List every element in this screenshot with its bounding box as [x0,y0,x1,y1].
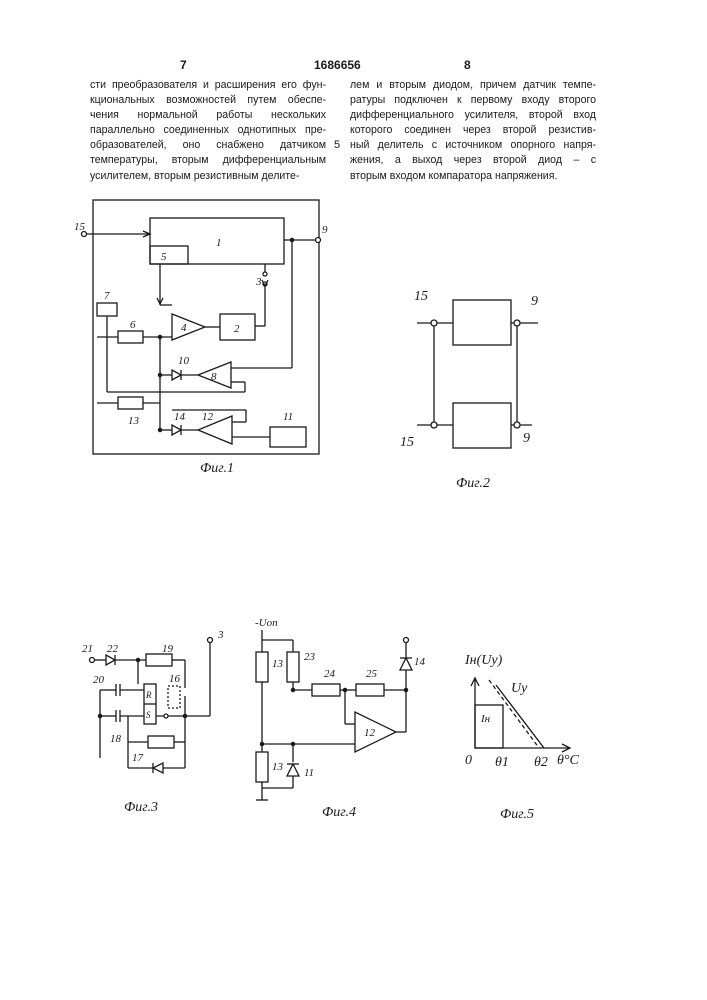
fig3-label: 16 [169,673,181,685]
fig2-block-bottom [453,403,511,448]
fig2-block-top [453,300,511,345]
fig5-label: Uу [511,681,528,696]
fig1-label: 4 [181,322,187,334]
fig5-label: 0 [465,753,472,768]
fig1-resistor-6 [118,331,143,343]
fig3-caption: Фиг.3 [124,800,158,815]
fig4-resistor-25 [356,684,384,696]
fig1-label: 8 [211,371,217,383]
fig3-label: 19 [162,643,174,655]
fig4-label: 23 [304,651,316,663]
fig3-label: 20 [93,674,105,686]
fig1-label: 7 [104,290,110,302]
fig4-resistor-23 [287,652,299,682]
fig1-label: 5 [161,251,167,263]
figure-4-sensor-circuit [256,630,412,800]
fig1-resistor-13 [118,397,143,409]
fig4-opamp-12 [355,712,396,752]
fig5-label: θ2 [534,755,548,770]
fig1-label: 15 [74,221,86,233]
fig5-label: Iн(Uу) [464,653,503,668]
fig1-label: 9 [322,224,328,236]
fig2-label: 15 [400,435,414,450]
fig4-label: 25 [366,668,378,680]
fig1-label: 12 [202,411,214,423]
fig5-current-rect [475,705,503,748]
fig1-label: 1 [216,237,222,249]
fig4-resistor-13-top [256,652,268,682]
fig1-label: 10 [178,355,190,367]
fig2-label: 9 [531,294,538,309]
fig1-caption: Фиг.1 [200,461,234,476]
fig5-caption: Фиг.5 [500,807,534,822]
fig3-label: 17 [132,752,144,764]
fig5-label: Iн [480,713,491,725]
fig1-block-11 [270,427,306,447]
fig5-label: θ1 [495,755,509,770]
fig4-resistor-24 [312,684,340,696]
fig3-label: 3 [217,629,224,641]
fig4-label: 24 [324,668,336,680]
fig1-label: 14 [174,411,186,423]
fig1-label: 2 [234,323,240,335]
fig4-caption: Фиг.4 [322,805,356,820]
fig4-label: 14 [414,656,426,668]
fig3-label: R [145,690,152,700]
fig2-caption: Фиг.2 [456,476,490,491]
fig2-label: 15 [414,289,428,304]
fig1-block-7 [97,303,117,316]
fig3-resistor-18 [148,736,174,748]
fig4-label: 13 [272,761,284,773]
fig4-diode-11 [287,764,299,776]
fig3-label: 21 [82,643,93,655]
fig4-label: 11 [304,767,314,779]
fig3-label: S [146,710,151,720]
fig2-label: 9 [523,431,530,446]
fig3-label: 18 [110,733,122,745]
fig3-label: 22 [107,643,119,655]
fig4-label: 12 [364,727,376,739]
fig1-label: 3 [255,276,262,288]
figure-2-parallel-diagram [417,300,538,448]
fig1-label: 11 [283,411,293,423]
fig3-resistor-19 [146,654,172,666]
fig5-label: θ°C [557,753,579,768]
fig1-block-5 [150,246,188,264]
fig1-label: 13 [128,415,140,427]
figure-3-trigger-circuit [90,638,213,774]
fig4-label: -Uоп [255,617,278,629]
fig4-resistor-13-bottom [256,752,268,782]
fig1-label: 6 [130,319,136,331]
fig4-label: 13 [272,658,284,670]
